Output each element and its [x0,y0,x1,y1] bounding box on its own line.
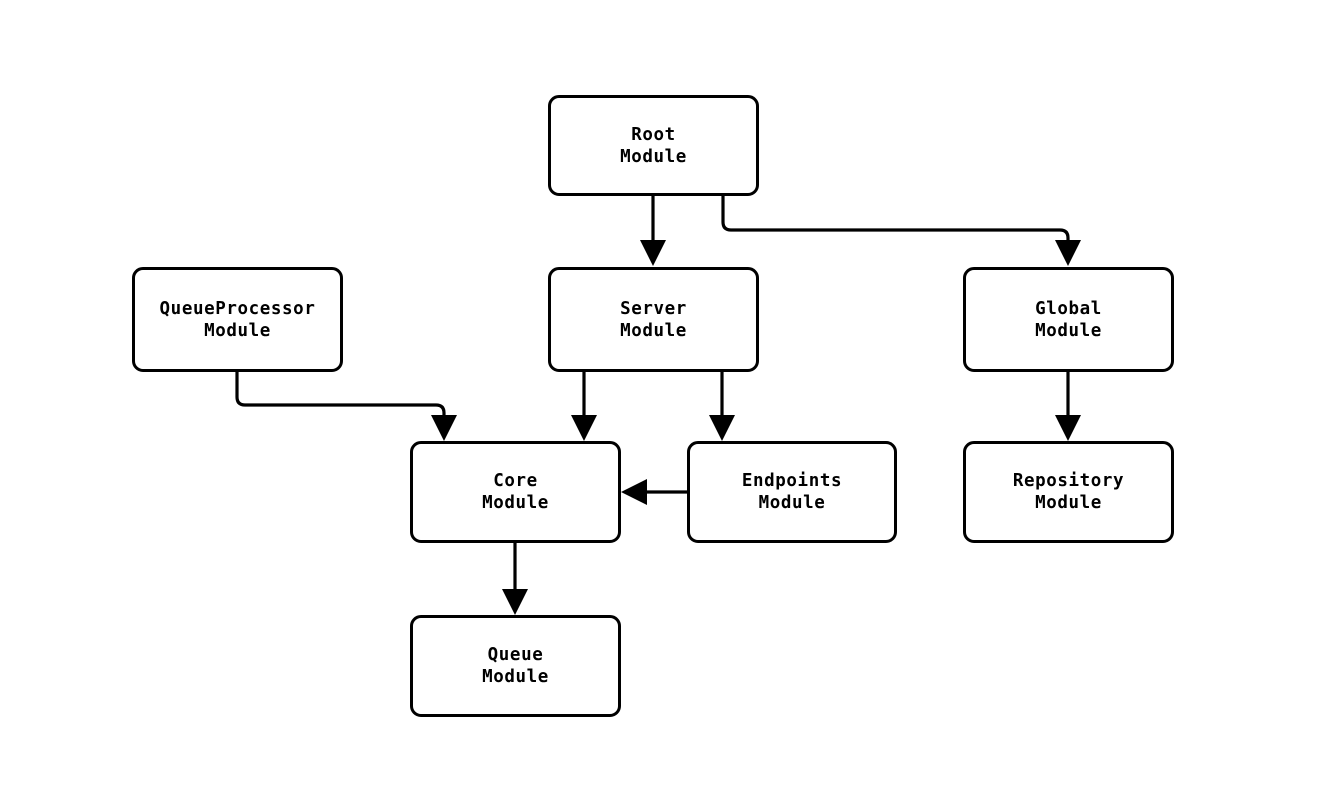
arrow-head-down [640,240,666,266]
node-label-line1: Server [620,298,687,319]
edge-server-to-endpoints [709,372,735,441]
arrow-head-down [431,415,457,441]
node-label-line2: Module [758,493,826,513]
node-label-line1: Global [1035,298,1102,319]
node-label-line1: QueueProcessor [159,298,316,319]
arrow-head-down [502,589,528,615]
node-label-line2: Module [1035,493,1102,513]
node-label-line2: Module [620,146,687,167]
edge-root-to-server [640,196,666,266]
edge-server-to-core [571,372,597,441]
edge-global-to-repository [1055,372,1081,441]
node-label-line2: Module [204,320,271,341]
node-root-module[interactable]: Root Module [548,95,759,196]
node-label-line2: Module [482,667,549,687]
node-global-module[interactable]: Global Module [963,267,1174,372]
node-label-line1: Repository [1012,471,1125,491]
node-label-line2: Module [620,320,687,341]
edge-core-to-queue [502,543,528,615]
arrow-head-down [1055,415,1081,441]
node-core-module[interactable]: Core Module [410,441,621,543]
node-label-line2: Module [1035,320,1102,341]
arrow-head-down [571,415,597,441]
arrow-head-down [1055,240,1081,266]
arrow-head-left [621,479,647,505]
node-server-module[interactable]: Server Module [548,267,759,372]
node-queue-module[interactable]: Queue Module [410,615,621,717]
node-repository-module[interactable]: Repository Module [963,441,1174,543]
node-label-line2: Module [482,493,549,513]
edge-queueprocessor-to-core [235,372,457,441]
node-label-line1: Endpoints [741,471,843,491]
node-label-line1: Root [631,124,676,145]
edge-endpoints-to-core [621,479,687,505]
node-queueprocessor-module[interactable]: QueueProcessor Module [132,267,343,372]
node-label-line1: Core [493,471,538,491]
node-endpoints-module[interactable]: Endpoints Module [687,441,897,543]
node-label-line1: Queue [487,645,544,665]
edge-root-to-global [721,196,1081,266]
arrow-head-down [709,415,735,441]
